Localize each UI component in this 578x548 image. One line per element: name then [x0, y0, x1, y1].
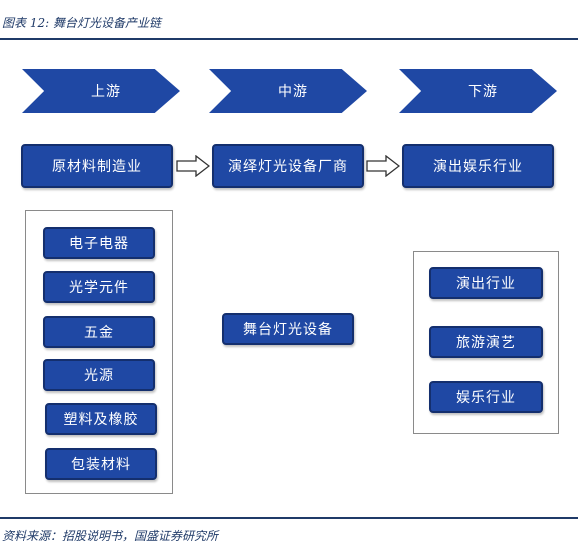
downstream-item: 演出行业: [429, 267, 543, 299]
stage-lighting-equipment: 舞台灯光设备: [222, 313, 354, 345]
upstream-item: 光学元件: [43, 271, 155, 303]
stage-midstream: 中游: [209, 69, 367, 113]
upstream-item: 电子电器: [43, 227, 155, 259]
downstream-item: 旅游演艺: [429, 326, 543, 358]
stage-downstream-label: 下游: [468, 84, 498, 100]
upstream-item: 光源: [43, 359, 155, 391]
stage-upstream-label: 上游: [91, 84, 121, 100]
arrow-right-icon: [366, 155, 400, 177]
upstream-item: 塑料及橡胶: [45, 403, 157, 435]
arrow-right-icon: [176, 155, 210, 177]
stage-downstream: 下游: [399, 69, 557, 113]
upstream-item: 包装材料: [45, 448, 157, 480]
stage-upstream: 上游: [22, 69, 180, 113]
top-rule: [0, 38, 578, 40]
stage-midstream-label: 中游: [278, 84, 308, 100]
figure-caption: 图表 12: 舞台灯光设备产业链: [2, 16, 161, 30]
raw-material-manufacturing: 原材料制造业: [21, 144, 173, 188]
downstream-item: 娱乐行业: [429, 381, 543, 413]
source-note: 资料来源：招股说明书，国盛证券研究所: [2, 529, 219, 543]
performance-entertainment-industry: 演出娱乐行业: [402, 144, 554, 188]
lighting-equipment-manufacturers: 演绎灯光设备厂商: [212, 144, 364, 188]
upstream-item: 五金: [43, 316, 155, 348]
bottom-rule: [0, 517, 578, 519]
